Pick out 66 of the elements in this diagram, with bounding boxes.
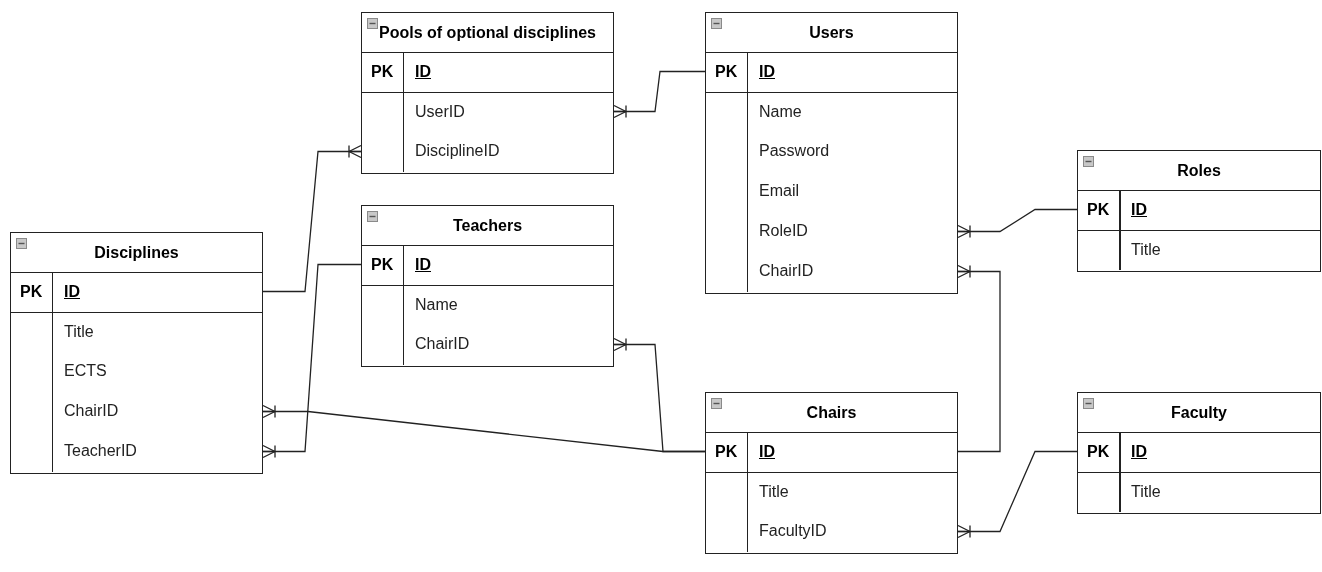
entity-table — [10, 232, 263, 474]
field-name: ECTS — [64, 360, 107, 381]
table-title: Chairs — [806, 404, 857, 421]
field-name: ChairID — [415, 333, 470, 354]
relationship-line — [613, 70, 706, 119]
entity-table — [1077, 392, 1321, 514]
table-row — [1078, 471, 1320, 512]
table-row — [706, 91, 957, 132]
field-name: Name — [415, 294, 458, 315]
field-name: ID — [759, 441, 775, 462]
field-name: ChairID — [64, 400, 119, 421]
key-label: PK — [1087, 441, 1110, 462]
table-title: Users — [809, 24, 854, 41]
table-row — [706, 431, 957, 472]
table-row — [706, 51, 957, 92]
field-name: UserID — [415, 101, 465, 122]
field-name: ID — [64, 281, 80, 302]
relationship-line — [957, 450, 1078, 539]
table-row — [362, 51, 613, 92]
entity-table — [705, 392, 958, 554]
field-name: ChairID — [759, 260, 814, 281]
relationship-line — [262, 144, 362, 293]
relationship-line — [957, 264, 1001, 453]
field-name: Title — [64, 321, 94, 342]
table-row — [362, 91, 613, 132]
field-name: ID — [1131, 441, 1147, 462]
entity-table — [361, 205, 614, 367]
key-label: PK — [371, 254, 394, 275]
field-name: Title — [1131, 481, 1161, 502]
table-title: Disciplines — [94, 244, 179, 261]
table-title: Pools of optional disciplines — [379, 24, 596, 41]
field-name: ID — [759, 61, 775, 82]
field-name: ID — [415, 254, 431, 275]
field-name: Title — [759, 481, 789, 502]
entity-table — [1077, 150, 1321, 272]
table-row — [1078, 189, 1320, 230]
field-name: Password — [759, 140, 830, 161]
table-row — [362, 244, 613, 285]
key-label: PK — [715, 441, 738, 462]
field-name: ID — [415, 61, 431, 82]
field-name: Title — [1131, 239, 1161, 260]
field-name: Name — [759, 101, 802, 122]
key-label: PK — [371, 61, 394, 82]
entity-table — [361, 12, 614, 174]
table-row — [362, 284, 613, 325]
field-name: DisciplineID — [415, 140, 500, 161]
field-name: TeacherID — [64, 440, 137, 461]
table-title: Roles — [1177, 162, 1221, 179]
field-name: RoleID — [759, 220, 808, 241]
key-label: PK — [20, 281, 43, 302]
relationship-line — [957, 208, 1078, 239]
key-label: PK — [1087, 199, 1110, 220]
entity-table — [705, 12, 958, 294]
relationship-line — [262, 263, 362, 459]
table-row — [11, 311, 262, 352]
table-title: Teachers — [452, 217, 523, 234]
table-row — [11, 271, 262, 312]
field-name: FacultyID — [759, 520, 827, 541]
table-title: Faculty — [1171, 404, 1227, 421]
table-row — [1078, 229, 1320, 270]
relationship-line — [262, 404, 706, 453]
key-label: PK — [715, 61, 738, 82]
table-row — [1078, 431, 1320, 472]
table-row — [706, 471, 957, 512]
field-name: ID — [1131, 199, 1147, 220]
field-name: Email — [759, 180, 799, 201]
